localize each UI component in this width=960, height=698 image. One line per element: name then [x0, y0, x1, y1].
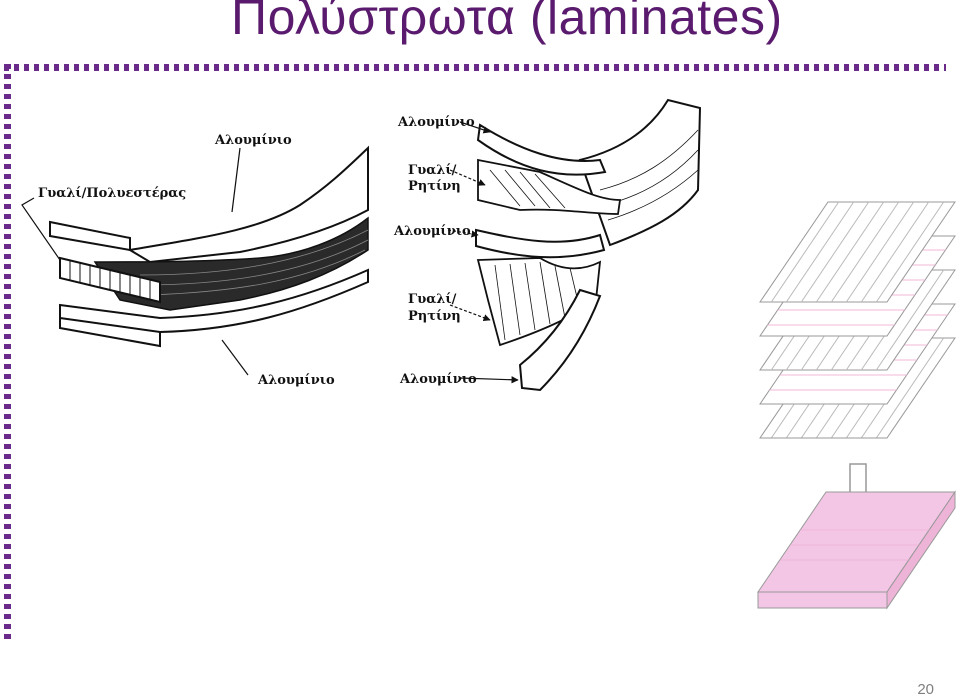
left-laminate-figure: Αλουμίνιο Γυαλί/Πολυεστέρας Αλουμίνιο: [21, 133, 369, 388]
label-aluminum-2: Αλουμίνιο: [393, 224, 471, 239]
page-number: 20: [917, 681, 934, 698]
ply-1: [759, 201, 956, 303]
consolidated-laminate: [757, 490, 956, 610]
ply-stack-figure: [757, 201, 956, 610]
dotted-border-left: [4, 64, 11, 644]
label-glass-resin-2a: Γυαλί/: [408, 292, 457, 307]
label-aluminum-1: Αλουμίνιο: [397, 115, 475, 130]
label-aluminum-bottom: Αλουμίνιο: [257, 373, 335, 388]
label-glass-resin-1b: Ρητίνη: [408, 179, 461, 194]
middle-laminate-figure: Αλουμίνιο Γυαλί/ Ρητίνη Αλουμίνιο Γυαλί/…: [393, 98, 702, 392]
label-glass-polyester: Γυαλί/Πολυεστέρας: [38, 186, 186, 201]
label-glass-resin-2b: Ρητίνη: [408, 309, 461, 324]
label-glass-resin-1a: Γυαλί/: [408, 163, 457, 178]
slide-title: Πολύστρωτα (laminates): [231, 0, 783, 45]
label-aluminum-top: Αλουμίνιο: [214, 133, 292, 148]
dotted-border-top: [4, 64, 946, 71]
label-aluminum-3: Αλουμίνιο: [399, 372, 477, 387]
